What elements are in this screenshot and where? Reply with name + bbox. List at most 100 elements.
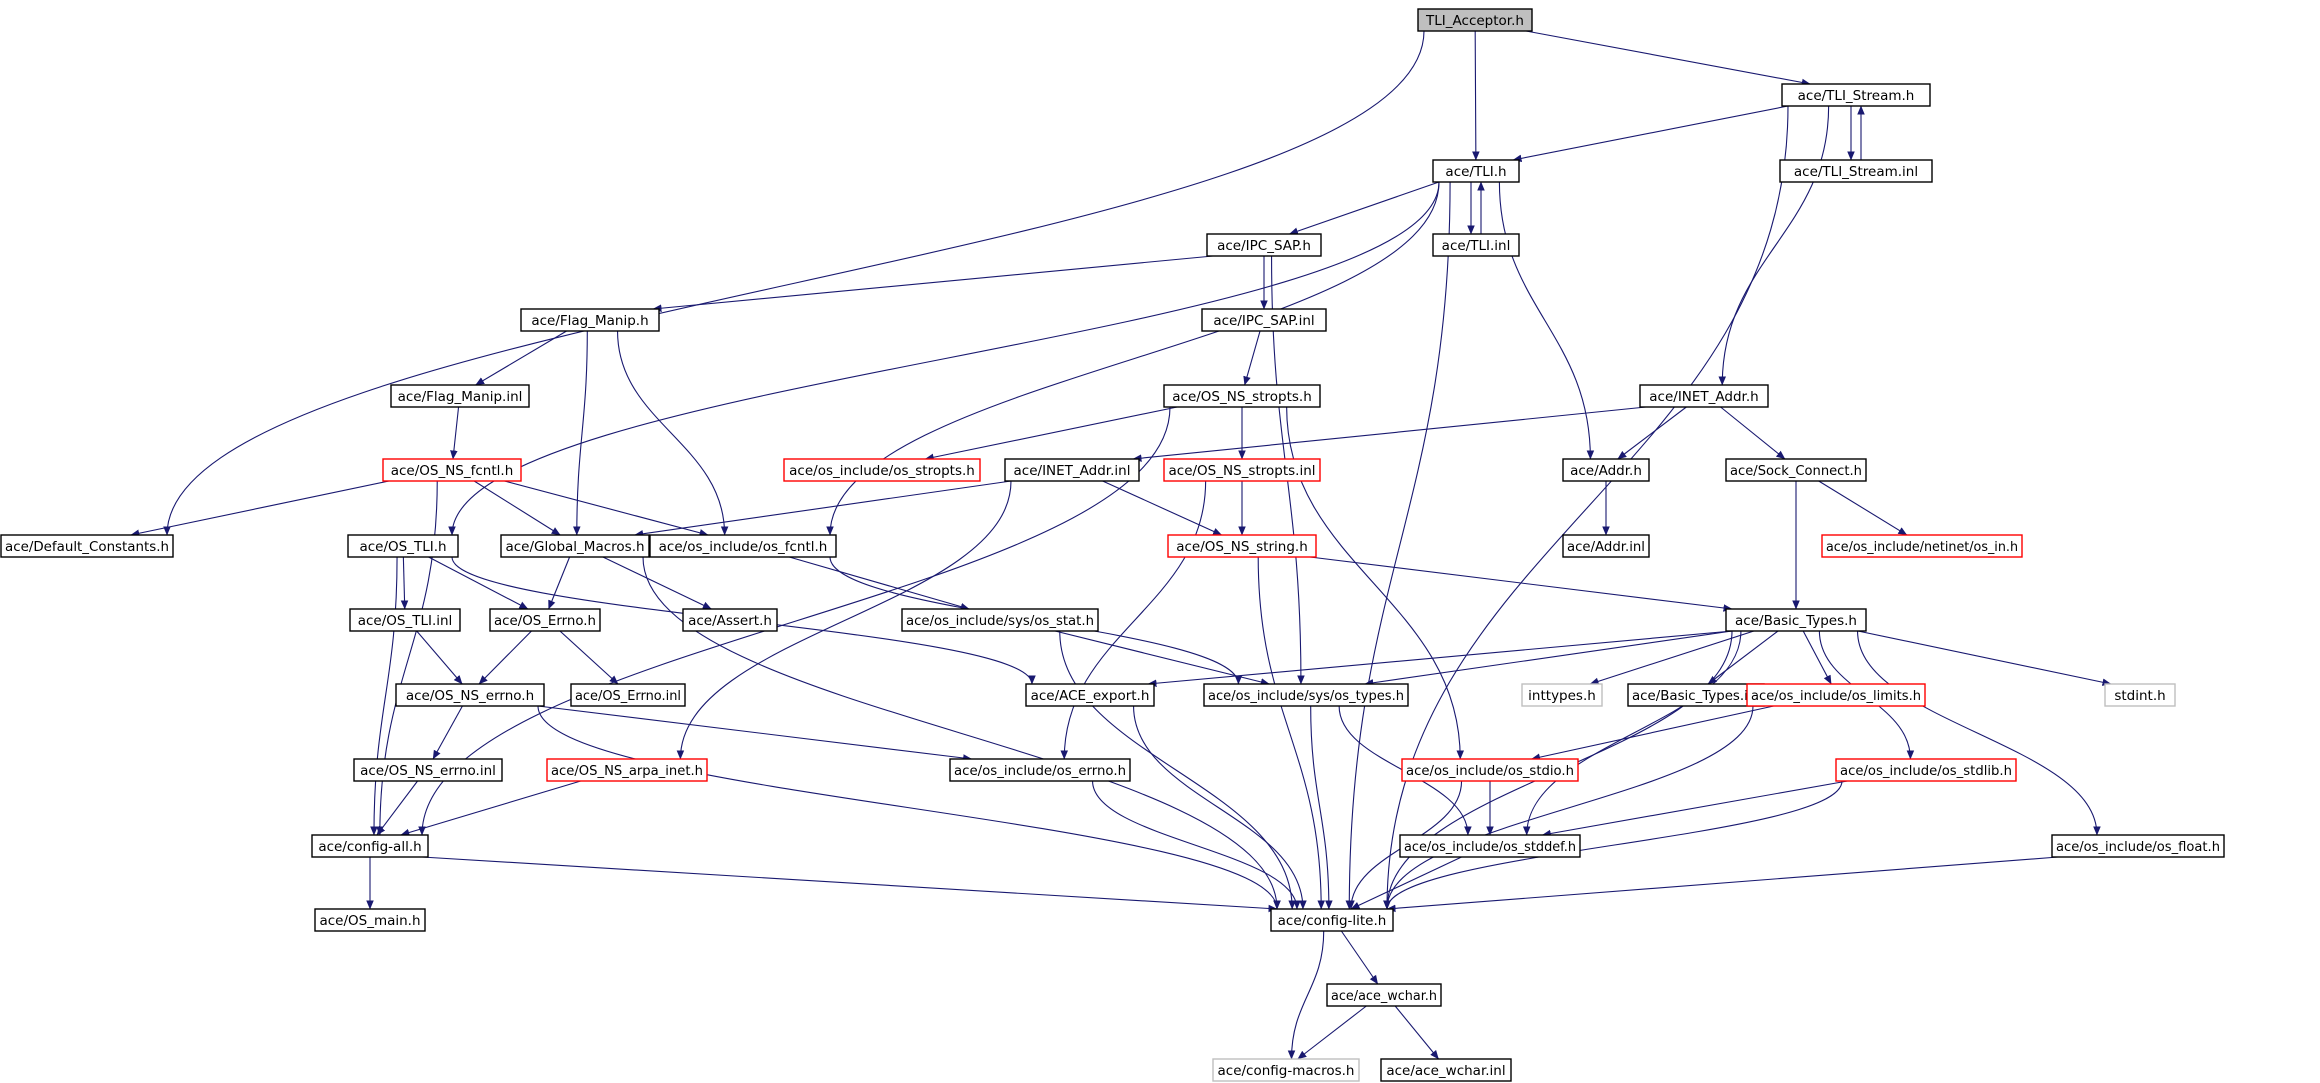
node-label: ace/os_include/os_stropts.h [789,463,975,479]
node-box [390,384,530,408]
node-ace-assert-h[interactable]: ace/Assert.h [682,608,778,632]
node-ace-os-include-os-limits-h[interactable]: ace/os_include/os_limits.h [1746,683,1926,707]
node-label: ace/Flag_Manip.inl [398,389,523,405]
node-label: ace/Addr.h [1570,463,1642,479]
node-ace-tli-h[interactable]: ace/TLI.h [1432,159,1520,183]
node-ace-basic-types-inl[interactable]: ace/Basic_Types.inl [1627,683,1765,707]
edge-ace-basic-types-h-to-ace-os-include-sys-os-types-h [1364,630,1733,687]
node-ace-config-lite-h[interactable]: ace/config-lite.h [1270,908,1394,932]
node-ace-os-include-os-stropts-h[interactable]: ace/os_include/os_stropts.h [783,458,981,482]
node-box [1270,908,1394,932]
node-label: ace/OS_NS_stropts.h [1172,389,1312,405]
node-ace-ace-wchar-inl[interactable]: ace/ace_wchar.inl [1380,1058,1512,1082]
node-label: ace/config-all.h [318,839,421,855]
edge-ace-os-ns-fcntl-h-to-ace-config-all-h [376,480,438,836]
node-label: ace/OS_TLI.h [359,539,446,555]
node-ace-os-tli-h[interactable]: ace/OS_TLI.h [347,534,459,558]
edge-ace-inet-addr-h-to-ace-sock-connect-h [1720,406,1786,460]
node-ace-ipc-sap-h[interactable]: ace/IPC_SAP.h [1206,233,1322,257]
node-stdint-h[interactable]: stdint.h [2104,683,2176,707]
edge-ace-inet-addr-h-to-ace-addr-h [1617,406,1687,460]
edge-ace-flag-manip-h-to-ace-os-include-os-fcntl-h [616,330,729,536]
node-ace-os-errno-h[interactable]: ace/OS_Errno.h [489,608,601,632]
edge-ace-os-ns-errno-h-to-ace-config-lite-h [537,705,1281,910]
node-ace-os-main-h[interactable]: ace/OS_main.h [314,908,426,932]
node-box [489,608,601,632]
node-ace-os-errno-inl[interactable]: ace/OS_Errno.inl [570,683,686,707]
node-box [1746,683,1926,707]
edge-ace-inet-addr-h-to-ace-inet-addr-inl [1132,406,1647,462]
node-ace-os-include-sys-os-types-h[interactable]: ace/os_include/sys/os_types.h [1203,683,1409,707]
node-box [311,834,429,858]
node-ace-global-macros-h[interactable]: ace/Global_Macros.h [500,534,650,558]
node-label: ace/TLI.h [1445,164,1506,180]
node-ace-config-all-h[interactable]: ace/config-all.h [311,834,429,858]
edge-ace-tli-stream-h-to-ace-tli-h [1512,105,1789,163]
node-label: stdint.h [2114,688,2165,704]
node-ace-os-ns-errno-h[interactable]: ace/OS_NS_errno.h [395,683,545,707]
node-inttypes-h[interactable]: inttypes.h [1521,683,1603,707]
node-ace-config-macros-h[interactable]: ace/config-macros.h [1212,1058,1360,1082]
node-label: ace/Global_Macros.h [505,539,644,555]
node-ace-os-ns-arpa-inet-h[interactable]: ace/OS_NS_arpa_inet.h [546,758,708,782]
edge-ace-tli-h-to-ace-ipc-sap-h [1289,181,1440,235]
node-label: ace/os_include/sys/os_stat.h [906,613,1094,629]
edge-ace-ace-export-h-to-ace-config-lite-h [1133,705,1307,910]
node-ace-ipc-sap-inl[interactable]: ace/IPC_SAP.inl [1201,308,1327,332]
node-ace-os-ns-string-h[interactable]: ace/OS_NS_string.h [1167,534,1317,558]
node-box [1212,1058,1360,1082]
node-ace-os-ns-errno-inl[interactable]: ace/OS_NS_errno.inl [353,758,503,782]
edge-ace-os-ns-stropts-inl-to-ace-os-include-os-errno-h [1060,480,1207,760]
node-ace-os-ns-fcntl-h[interactable]: ace/OS_NS_fcntl.h [382,458,522,482]
edge-ace-basic-types-h-to-ace-ace-export-h [1147,630,1733,687]
node-label: ace/OS_Errno.h [494,613,596,629]
edge-ace-ace-wchar-h-to-ace-ace-wchar-inl [1394,1005,1439,1060]
node-box [520,308,660,332]
edge-ace-os-include-os-limits-h-to-ace-config-lite-h [1383,705,1754,910]
node-ace-sock-connect-h[interactable]: ace/Sock_Connect.h [1725,458,1867,482]
node-ace-os-include-os-stdio-h[interactable]: ace/os_include/os_stdio.h [1401,758,1579,782]
node-ace-tli-stream-h[interactable]: ace/TLI_Stream.h [1781,83,1931,107]
node-ace-inet-addr-h[interactable]: ace/INET_Addr.h [1639,384,1769,408]
node-ace-os-include-os-errno-h[interactable]: ace/os_include/os_errno.h [949,758,1131,782]
edge-ace-tli-h-to-ace-config-lite-h [1345,181,1451,910]
node-label: ace/INET_Addr.inl [1014,463,1131,479]
node-label: ace/config-lite.h [1278,913,1387,929]
node-ace-os-include-netinet-os-in-h[interactable]: ace/os_include/netinet/os_in.h [1821,534,2023,558]
node-ace-tli-stream-inl[interactable]: ace/TLI_Stream.inl [1779,159,1933,183]
node-label: ace/IPC_SAP.h [1217,238,1311,254]
edge-ace-tli-h-to-ace-os-include-os-fcntl-h [826,181,1440,536]
node-box [1004,458,1140,482]
node-label: ace/TLI_Stream.inl [1794,164,1918,180]
node-ace-addr-h[interactable]: ace/Addr.h [1562,458,1650,482]
edge-ace-os-include-sys-os-stat-h-to-ace-os-include-sys-os-types-h [1054,630,1270,686]
node-ace-default-constants-h[interactable]: ace/Default_Constants.h [0,534,174,558]
node-label: ace/OS_Errno.inl [575,688,681,704]
node-ace-os-include-sys-os-stat-h[interactable]: ace/os_include/sys/os_stat.h [901,608,1099,632]
node-ace-os-ns-stropts-inl[interactable]: ace/OS_NS_stropts.inl [1163,458,1321,482]
node-ace-ace-export-h[interactable]: ace/ACE_export.h [1025,683,1155,707]
node-ace-os-include-os-stdlib-h[interactable]: ace/os_include/os_stdlib.h [1835,758,2017,782]
node-tli-acceptor-h[interactable]: TLI_Acceptor.h [1417,8,1533,32]
node-label: ace/OS_main.h [319,913,420,929]
node-ace-os-include-os-float-h[interactable]: ace/os_include/os_float.h [2051,834,2225,858]
node-ace-tli-inl[interactable]: ace/TLI.inl [1432,233,1520,257]
edge-ace-os-ns-string-h-to-ace-basic-types-h [1309,556,1733,612]
edge-tli-acceptor-h-to-ace-tli-stream-h [1525,30,1811,87]
node-ace-os-ns-stropts-h[interactable]: ace/OS_NS_stropts.h [1163,384,1321,408]
node-label: ace/Assert.h [688,613,772,629]
edge-ace-sock-connect-h-to-ace-os-include-netinet-os-in-h [1818,480,1908,536]
node-ace-os-tli-inl[interactable]: ace/OS_TLI.inl [349,608,461,632]
node-ace-flag-manip-h[interactable]: ace/Flag_Manip.h [520,308,660,332]
node-ace-os-include-os-fcntl-h[interactable]: ace/os_include/os_fcntl.h [649,534,837,558]
node-ace-basic-types-h[interactable]: ace/Basic_Types.h [1725,608,1867,632]
edge-ace-os-ns-errno-h-to-ace-os-ns-errno-inl [432,705,463,760]
node-ace-os-include-os-stddef-h[interactable]: ace/os_include/os_stddef.h [1399,834,1581,858]
node-ace-flag-manip-inl[interactable]: ace/Flag_Manip.inl [390,384,530,408]
node-label: inttypes.h [1528,688,1596,704]
node-ace-inet-addr-inl[interactable]: ace/INET_Addr.inl [1004,458,1140,482]
node-box [546,758,708,782]
node-ace-ace-wchar-h[interactable]: ace/ace_wchar.h [1326,983,1442,1007]
edge-ace-flag-manip-h-to-ace-global-macros-h [573,330,588,536]
node-ace-addr-inl[interactable]: ace/Addr.inl [1562,534,1650,558]
